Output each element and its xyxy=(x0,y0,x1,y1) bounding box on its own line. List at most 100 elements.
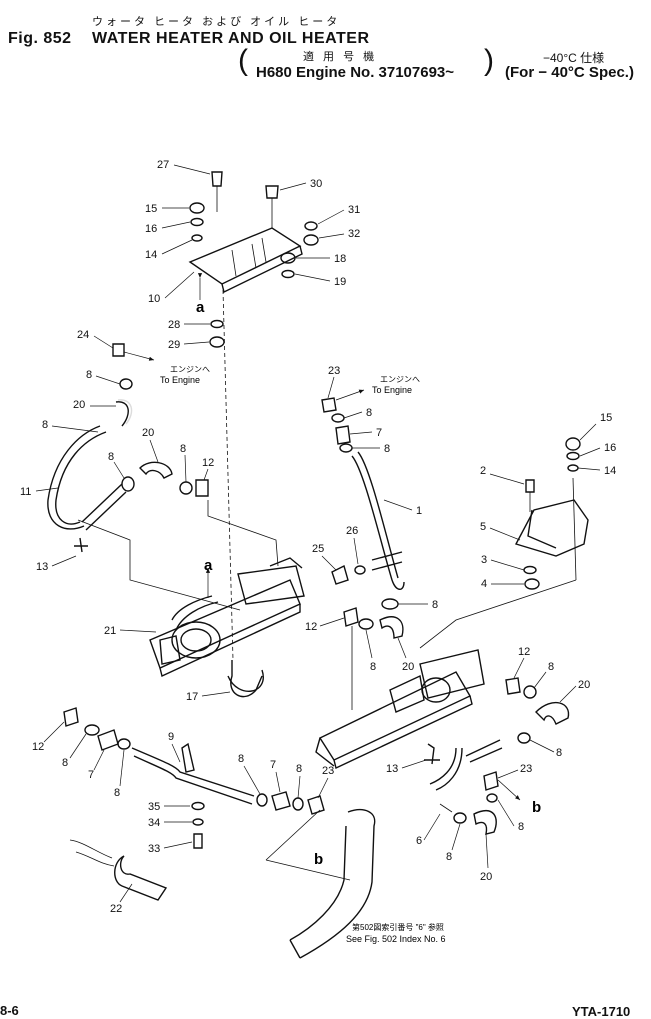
callout-9: 9 xyxy=(168,731,174,743)
callout-8: 8 xyxy=(518,821,524,833)
callout-8: 8 xyxy=(62,757,68,769)
callouts: 27 30 15 16 14 31 32 18 19 10 28 29 24 8… xyxy=(20,159,616,944)
callout-16: 16 xyxy=(604,442,616,454)
callout-33: 33 xyxy=(148,843,160,855)
oil-heater-group xyxy=(315,607,570,791)
callout-16: 16 xyxy=(145,223,157,235)
callout-32: 32 xyxy=(348,228,360,240)
callout-8: 8 xyxy=(432,599,438,611)
callout-8: 8 xyxy=(42,419,48,431)
callout-4: 4 xyxy=(481,578,487,590)
right-bottom-hose-group xyxy=(439,771,521,835)
callout-15: 15 xyxy=(145,203,157,215)
callout-8: 8 xyxy=(180,443,186,455)
callout-20: 20 xyxy=(402,661,414,673)
figure-title: WATER HEATER AND OIL HEATER xyxy=(92,30,370,47)
callout-12: 12 xyxy=(202,457,214,469)
washer-16 xyxy=(190,217,204,227)
bracket-5 xyxy=(419,437,589,649)
callout-8: 8 xyxy=(556,747,562,759)
callout-31: 31 xyxy=(348,204,360,216)
serial-number: H680 Engine No. 37107693~ xyxy=(256,64,455,81)
oil-heater-element-22 xyxy=(69,839,168,901)
callout-1: 1 xyxy=(416,505,422,517)
nut-32 xyxy=(303,234,319,246)
callout-35: 35 xyxy=(148,801,160,813)
callout-24: 24 xyxy=(77,329,89,341)
washer-19 xyxy=(281,269,295,279)
callout-21: 21 xyxy=(104,625,116,637)
water-heater-21 xyxy=(149,557,305,698)
washer-31 xyxy=(304,221,318,231)
ref-b-bottom: b xyxy=(314,851,323,868)
callout-12: 12 xyxy=(518,646,530,658)
callout-13: 13 xyxy=(36,561,48,573)
feed-hose-1 xyxy=(321,389,405,610)
to-engine-jp-right: エンジンへ xyxy=(380,375,420,384)
callout-20: 20 xyxy=(480,871,492,883)
japanese-title: ウォータ ヒータ および オイル ヒータ xyxy=(92,16,341,28)
bottom-hose-group xyxy=(265,808,376,959)
callout-22: 22 xyxy=(110,903,122,915)
to-engine-jp-left: エンジンへ xyxy=(170,365,210,374)
figure-number: Fig. 852 xyxy=(8,30,72,47)
open-paren: ( xyxy=(238,44,248,77)
callout-15: 15 xyxy=(600,412,612,424)
document-code: YTA-1710 xyxy=(572,1004,631,1019)
callout-14: 14 xyxy=(604,465,616,477)
elbow-24 xyxy=(112,343,125,357)
callout-23: 23 xyxy=(520,763,532,775)
callout-8: 8 xyxy=(108,451,114,463)
bolt-27 xyxy=(211,171,223,187)
lower-pipe-group xyxy=(63,707,325,849)
callout-8: 8 xyxy=(548,661,554,673)
callout-8: 8 xyxy=(238,753,244,765)
washer-28 xyxy=(210,319,224,329)
callout-20: 20 xyxy=(578,679,590,691)
callout-28: 28 xyxy=(168,319,180,331)
close-paren: ) xyxy=(484,44,494,77)
clamp-17 xyxy=(227,669,264,692)
callout-30: 30 xyxy=(310,178,322,190)
callout-8: 8 xyxy=(296,763,302,775)
elbow-23 xyxy=(307,795,325,815)
plug-25 xyxy=(331,564,349,585)
ref-b-right: b xyxy=(532,799,541,816)
callout-19: 19 xyxy=(334,276,346,288)
ref-a-mid: a xyxy=(204,557,213,574)
see-fig-jp: 第502図索引番号 "6" 参照 xyxy=(352,922,444,932)
callout-7: 7 xyxy=(270,759,276,771)
callout-8: 8 xyxy=(366,407,372,419)
callout-8: 8 xyxy=(114,787,120,799)
callout-26: 26 xyxy=(346,525,358,537)
japanese-serial-label: 適 用 号 機 xyxy=(303,51,378,63)
callout-23: 23 xyxy=(322,765,334,777)
callout-8: 8 xyxy=(446,851,452,863)
callout-18: 18 xyxy=(334,253,346,265)
callout-12: 12 xyxy=(32,741,44,753)
elbow-12 xyxy=(195,479,209,497)
japanese-spec-label: −40°C 仕様 xyxy=(543,51,605,65)
to-engine-left: To Engine xyxy=(160,375,200,385)
callout-10: 10 xyxy=(148,293,160,305)
nut-15 xyxy=(189,202,205,214)
callout-8: 8 xyxy=(384,443,390,455)
hose-20 xyxy=(139,461,173,479)
pipe-9 xyxy=(181,742,195,773)
callout-25: 25 xyxy=(312,543,324,555)
callout-13: 13 xyxy=(386,763,398,775)
callout-8: 8 xyxy=(370,661,376,673)
bolt-30 xyxy=(265,185,279,199)
see-fig-note: See Fig. 502 Index No. 6 xyxy=(346,934,446,944)
washer-14 xyxy=(191,234,203,242)
mounting-bracket-10 xyxy=(188,227,302,285)
callout-27: 27 xyxy=(157,159,169,171)
callout-34: 34 xyxy=(148,817,160,829)
callout-6: 6 xyxy=(416,835,422,847)
pipe-11 xyxy=(55,431,107,525)
callout-17: 17 xyxy=(186,691,198,703)
spec-note: (For − 40°C Spec.) xyxy=(505,64,634,81)
callout-12: 12 xyxy=(305,621,317,633)
callout-7: 7 xyxy=(88,769,94,781)
